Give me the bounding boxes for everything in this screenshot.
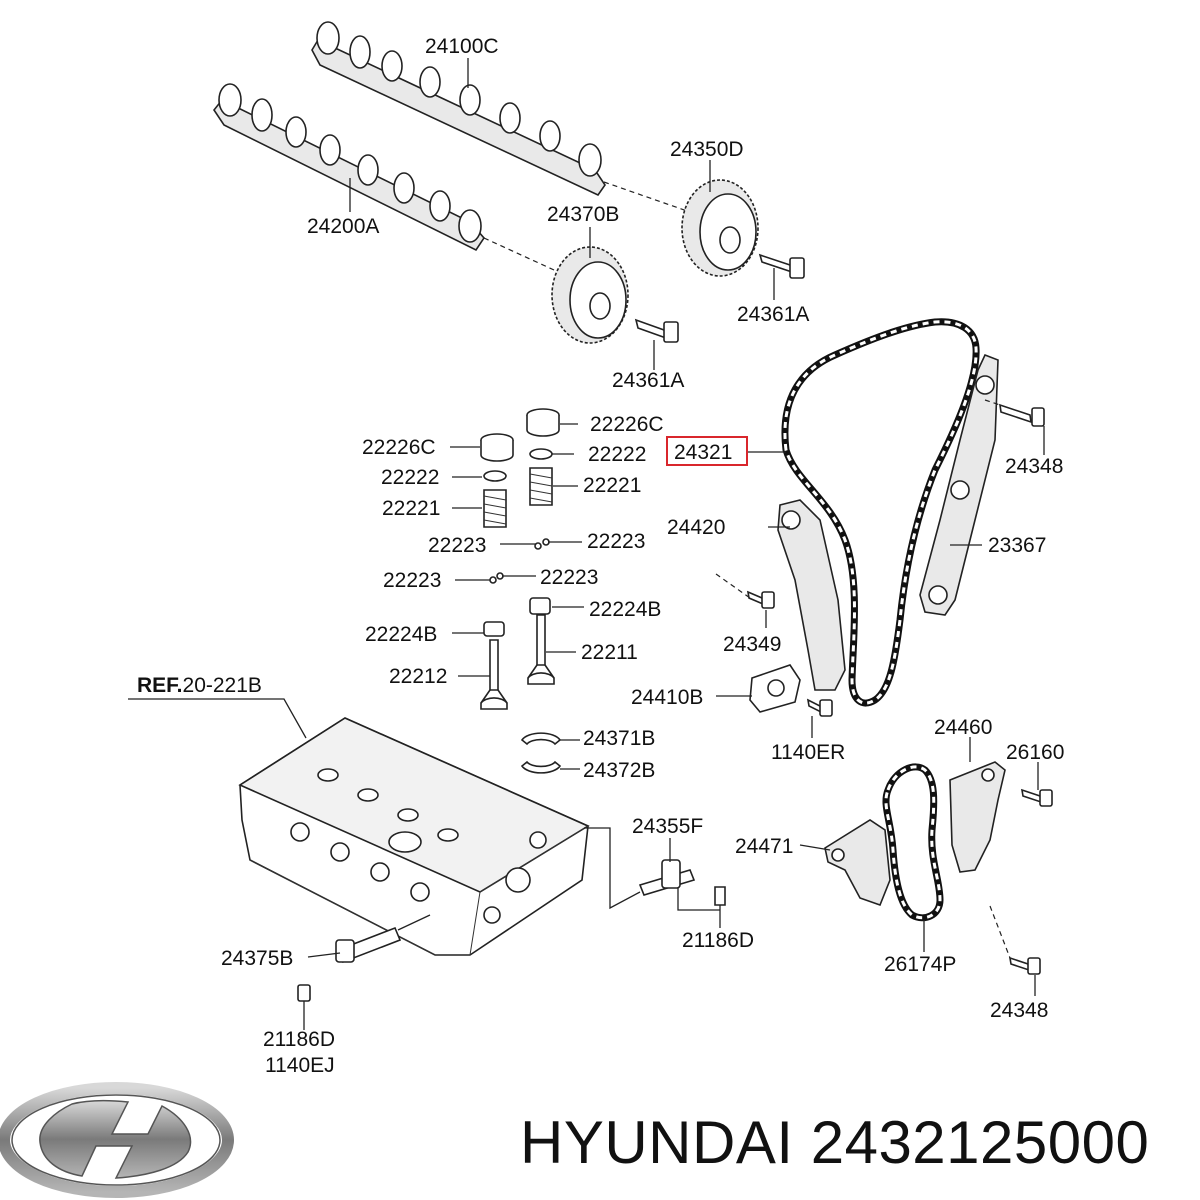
- oil-control-valve-right: [638, 859, 696, 896]
- label-22224B-left: 22224B: [365, 623, 437, 646]
- label-26174P: 26174P: [884, 953, 956, 976]
- label-21186D-left: 21186D: [263, 1028, 335, 1051]
- label-24350D: 24350D: [670, 138, 744, 161]
- chain-tensioner: [749, 664, 801, 713]
- cam-sprocket-intake: [551, 246, 629, 344]
- label-24348-lower: 24348: [990, 999, 1048, 1022]
- label-24372B: 24372B: [583, 759, 655, 782]
- label-24471: 24471: [735, 835, 793, 858]
- label-24348-upper: 24348: [1005, 455, 1063, 478]
- sprocket-bolt-lower: [634, 318, 679, 343]
- label-1140EJ: 1140EJ: [265, 1054, 335, 1077]
- label-22223-a: 22223: [428, 534, 486, 557]
- label-24420: 24420: [667, 516, 725, 539]
- label-24370B: 24370B: [547, 203, 619, 226]
- label-24361A-lower: 24361A: [612, 369, 684, 392]
- label-24371B: 24371B: [583, 727, 655, 750]
- oil-control-valve-left: [335, 926, 402, 964]
- label-26160: 26160: [1006, 741, 1064, 764]
- label-22221-left: 22221: [382, 497, 440, 520]
- oil-pump-sprocket-guide: [824, 819, 891, 907]
- cam-sprocket-exhaust: [681, 179, 759, 277]
- chain-tensioner-arm: [777, 499, 846, 691]
- label-22223-b: 22223: [587, 530, 645, 553]
- part-number: 2432125000: [810, 1109, 1150, 1176]
- label-22223-c: 22223: [383, 569, 441, 592]
- label-22212: 22212: [389, 665, 447, 688]
- reference-prefix: REF.: [137, 674, 183, 697]
- label-24410B: 24410B: [631, 686, 703, 709]
- cylinder-head: [238, 717, 590, 956]
- label-24355F: 24355F: [632, 815, 703, 838]
- part-labels: 24100C 24200A 24350D 24370B 24361A 24361…: [137, 35, 1064, 1077]
- label-24321: 24321: [674, 441, 732, 464]
- reference-label: REF.20-221B: [137, 674, 262, 697]
- label-24200A: 24200A: [307, 215, 379, 238]
- highlight-box: [666, 436, 748, 466]
- label-24460: 24460: [934, 716, 992, 739]
- label-24349: 24349: [723, 633, 781, 656]
- oil-pump-chain: [882, 763, 944, 922]
- label-22226C-left: 22226C: [362, 436, 436, 459]
- timing-chain: [781, 318, 980, 707]
- reference-code: 20-221B: [183, 674, 262, 697]
- bolts-lower-right: [1008, 788, 1053, 975]
- brand-name: HYUNDAI: [520, 1109, 794, 1176]
- label-22211: 22211: [581, 641, 638, 664]
- label-22222-left: 22222: [381, 466, 439, 489]
- oil-pump-chain-guide: [949, 761, 1006, 873]
- camshaft-exhaust: [311, 21, 606, 197]
- label-22224B-right: 22224B: [589, 598, 661, 621]
- sprocket-bolt-upper: [758, 253, 805, 279]
- label-24100C: 24100C: [425, 35, 499, 58]
- label-23367: 23367: [988, 534, 1046, 557]
- label-1140ER: 1140ER: [771, 741, 845, 764]
- bolts-chain-area: [746, 403, 1045, 717]
- label-22221-right: 22221: [583, 474, 641, 497]
- label-22226C-right: 22226C: [590, 413, 664, 436]
- brand-part-text: HYUNDAI 2432125000: [520, 1108, 1190, 1178]
- label-21186D-right: 21186D: [682, 929, 754, 952]
- camshaft-intake: [213, 83, 486, 252]
- label-24375B: 24375B: [221, 947, 293, 970]
- label-22223-d: 22223: [540, 566, 598, 589]
- valve-train-parts: [480, 408, 562, 774]
- hyundai-logo-icon: [0, 1082, 234, 1198]
- chain-guide-right: [919, 353, 999, 616]
- leader-lines: [128, 58, 1045, 1030]
- label-24361A-upper: 24361A: [737, 303, 809, 326]
- label-22222-right: 22222: [588, 443, 646, 466]
